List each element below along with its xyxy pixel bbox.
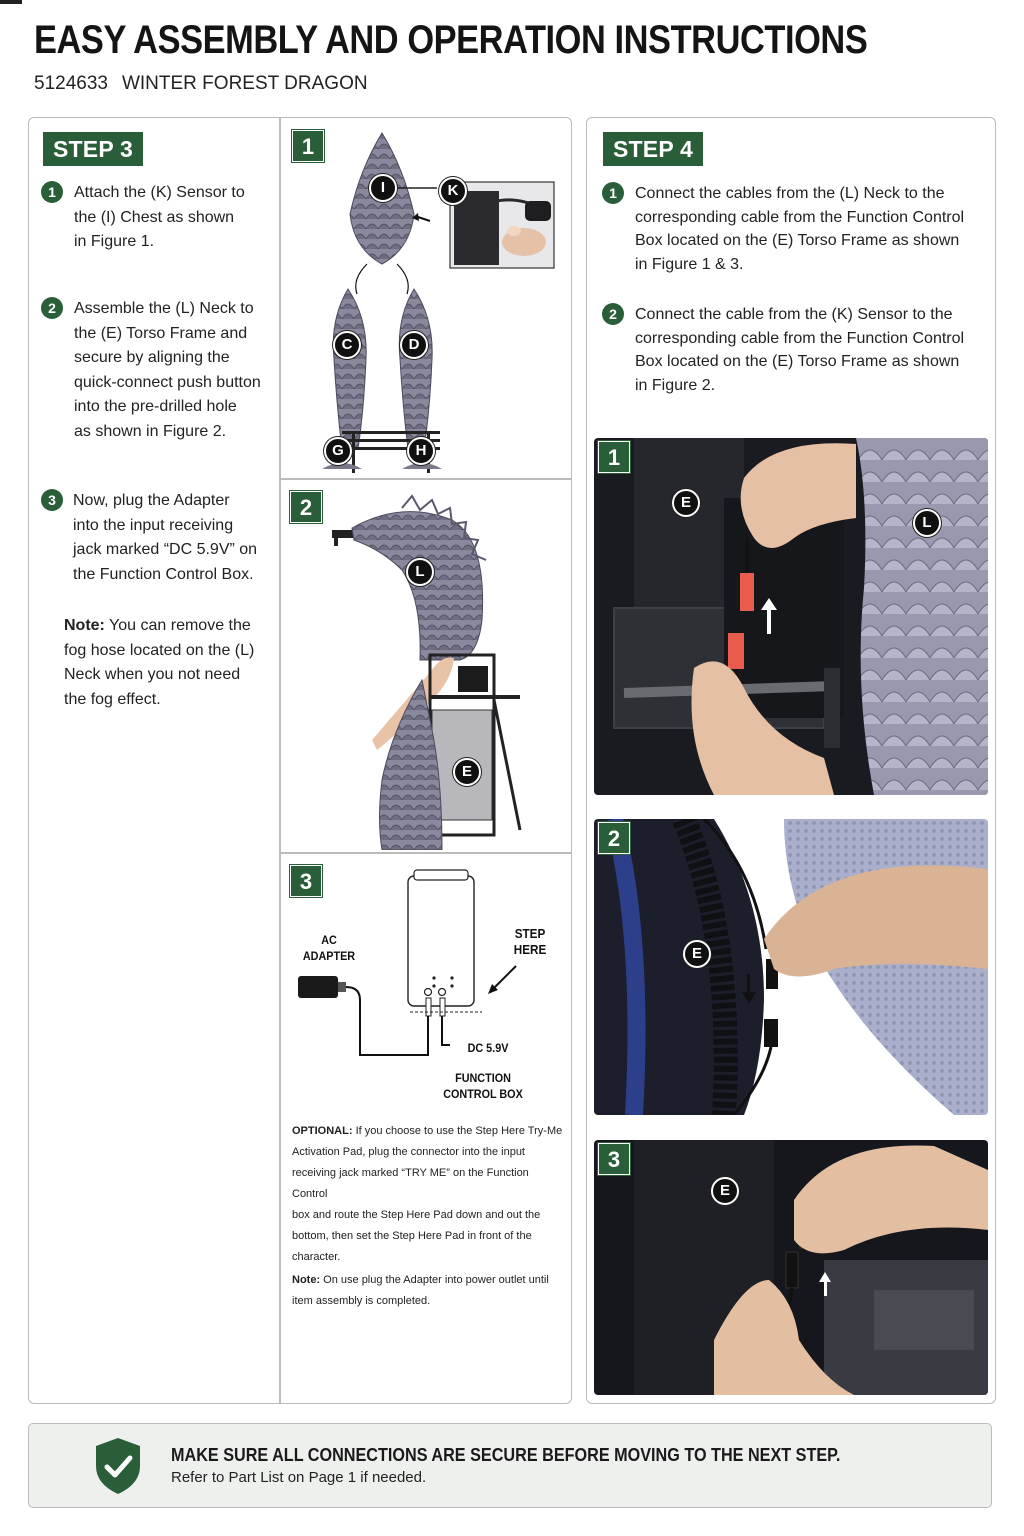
- label-torso-e: E: [453, 758, 481, 786]
- text-line: CONTROL BOX: [443, 1087, 523, 1101]
- text-line: Box located on the (E) Torso Frame as sh…: [635, 353, 960, 370]
- step4-photo-2: [594, 819, 988, 1115]
- text-line: bottom, then set the Step Here Pad in fr…: [292, 1230, 532, 1242]
- figure-2-illustration: [282, 480, 570, 850]
- figure-3-number: 3: [289, 864, 323, 898]
- step3-item-1-number: 1: [41, 181, 63, 203]
- step4-badge: STEP 4: [603, 132, 704, 166]
- step3-note: Note: You can remove the fog hose locate…: [64, 614, 254, 712]
- footer-headline: MAKE SURE ALL CONNECTIONS ARE SECURE BEF…: [171, 1445, 841, 1465]
- text-line: Now, plug the Adapter: [73, 492, 230, 509]
- step3-badge: STEP 3: [43, 132, 144, 166]
- footer-banner: [28, 1423, 992, 1508]
- step3-item-2-text: Assemble the (L) Neck to the (E) Torso F…: [74, 297, 261, 444]
- text-line: You can remove the: [109, 617, 251, 634]
- dc-label: DC 5.9V: [467, 1041, 509, 1055]
- text-line: corresponding cable from the Function Co…: [635, 329, 965, 347]
- text-line: On use plug the Adapter into power outle…: [323, 1274, 549, 1286]
- note-label: Note:: [292, 1274, 321, 1286]
- text-line: in Figure 1.: [74, 233, 155, 250]
- label-c: C: [333, 331, 361, 359]
- step4-item-1-number: 1: [602, 182, 624, 204]
- step3-item-3-number: 3: [41, 489, 63, 511]
- label-sensor-k: K: [439, 177, 467, 205]
- text-line: Connect the cables from the (L) Neck to …: [635, 185, 945, 202]
- text-line: receiving jack marked “TRY ME” on the Fu…: [292, 1167, 529, 1200]
- text-line: HERE: [513, 942, 547, 957]
- step4-item-2-number: 2: [602, 303, 624, 325]
- page-title: EASY ASSEMBLY AND OPERATION INSTRUCTIONS: [34, 18, 868, 62]
- label-g: G: [324, 437, 352, 465]
- text-line: Assemble the (L) Neck to: [74, 300, 254, 317]
- step4-photo-1-number: 1: [597, 440, 631, 474]
- label-d: D: [400, 331, 428, 359]
- corner-mark: [0, 0, 22, 4]
- text-line: into the input receiving: [73, 516, 234, 534]
- page-subtitle: 5124633 WINTER FOREST DRAGON: [34, 73, 368, 95]
- step3-item-3-text: Now, plug the Adapter into the input rec…: [73, 489, 257, 587]
- text-line: If you choose to use the Step Here Try-M…: [355, 1125, 563, 1137]
- text-line: jack marked “DC 5.9V” on: [73, 541, 258, 558]
- step3-item-2-number: 2: [41, 297, 63, 319]
- text-line: the Function Control Box.: [73, 565, 254, 583]
- label-torso-e: E: [711, 1177, 739, 1205]
- figure-divider: [280, 478, 571, 480]
- note-label: Note:: [64, 617, 105, 634]
- step4-photo-3-number: 3: [597, 1142, 631, 1176]
- figure-2-number: 2: [289, 490, 323, 524]
- step3-item-1-text: Attach the (K) Sensor to the (I) Chest a…: [74, 181, 245, 255]
- column-divider: [279, 117, 281, 1404]
- text-line: in Figure 2.: [635, 376, 716, 394]
- text-line: fog hose located on the (L): [64, 641, 255, 659]
- step4-photo-1: [594, 438, 988, 795]
- ac-adapter-label: AC ADAPTER: [299, 932, 358, 964]
- text-line: Attach the (K) Sensor to: [74, 184, 245, 201]
- label-chest-i: I: [369, 174, 397, 202]
- text-line: into the pre-drilled hole: [74, 398, 237, 415]
- optional-label: OPTIONAL:: [292, 1125, 353, 1137]
- text-line: FUNCTION: [455, 1071, 511, 1085]
- label-neck-l: L: [913, 509, 941, 537]
- text-line: STEP: [514, 926, 546, 941]
- step4-item-2-text: Connect the cable from the (K) Sensor to…: [635, 303, 964, 397]
- label-torso-e: E: [683, 940, 711, 968]
- text-line: ADAPTER: [302, 949, 356, 963]
- text-line: corresponding cable from the Function Co…: [635, 208, 965, 226]
- figure-1-number: 1: [291, 129, 325, 163]
- figure-1-illustration: [282, 119, 570, 477]
- text-line: Activation Pad, plug the connector into …: [292, 1146, 525, 1158]
- label-torso-e: E: [672, 489, 700, 517]
- shield-check-icon: [92, 1436, 144, 1496]
- figure-3-note: Note: On use plug the Adapter into power…: [292, 1270, 564, 1312]
- step4-photo-2-number: 2: [597, 821, 631, 855]
- figure-divider: [280, 852, 571, 854]
- optional-paragraph: OPTIONAL: If you choose to use the Step …: [292, 1121, 564, 1268]
- text-line: quick-connect push button: [74, 373, 261, 391]
- text-line: the (I) Chest as shown: [74, 208, 235, 226]
- figure-3-diagram: [282, 860, 570, 1120]
- footer-subtext: Refer to Part List on Page 1 if needed.: [171, 1469, 427, 1486]
- step4-item-1-text: Connect the cables from the (L) Neck to …: [635, 182, 964, 276]
- text-line: AC: [321, 933, 337, 947]
- text-line: the (E) Torso Frame and: [74, 324, 248, 342]
- text-line: in Figure 1 & 3.: [635, 255, 744, 273]
- text-line: Box located on the (E) Torso Frame as sh…: [635, 232, 960, 249]
- text-line: secure by aligning the: [74, 349, 230, 366]
- product-sku: 5124633: [34, 73, 108, 94]
- step-here-label: STEP HERE: [503, 926, 557, 958]
- text-line: Connect the cable from the (K) Sensor to…: [635, 306, 953, 323]
- label-h: H: [407, 437, 435, 465]
- text-line: Neck when you not need: [64, 666, 241, 683]
- product-name: WINTER FOREST DRAGON: [121, 73, 368, 94]
- text-line: box and route the Step Here Pad down and…: [292, 1209, 541, 1221]
- step4-photo-3: [594, 1140, 988, 1395]
- text-line: item assembly is completed.: [292, 1295, 431, 1307]
- text-line: as shown in Figure 2.: [74, 422, 227, 440]
- function-control-box-label: FUNCTION CONTROL BOX: [439, 1070, 527, 1102]
- text-line: character.: [292, 1251, 341, 1263]
- text-line: the fog effect.: [64, 690, 161, 708]
- label-neck-l: L: [406, 558, 434, 586]
